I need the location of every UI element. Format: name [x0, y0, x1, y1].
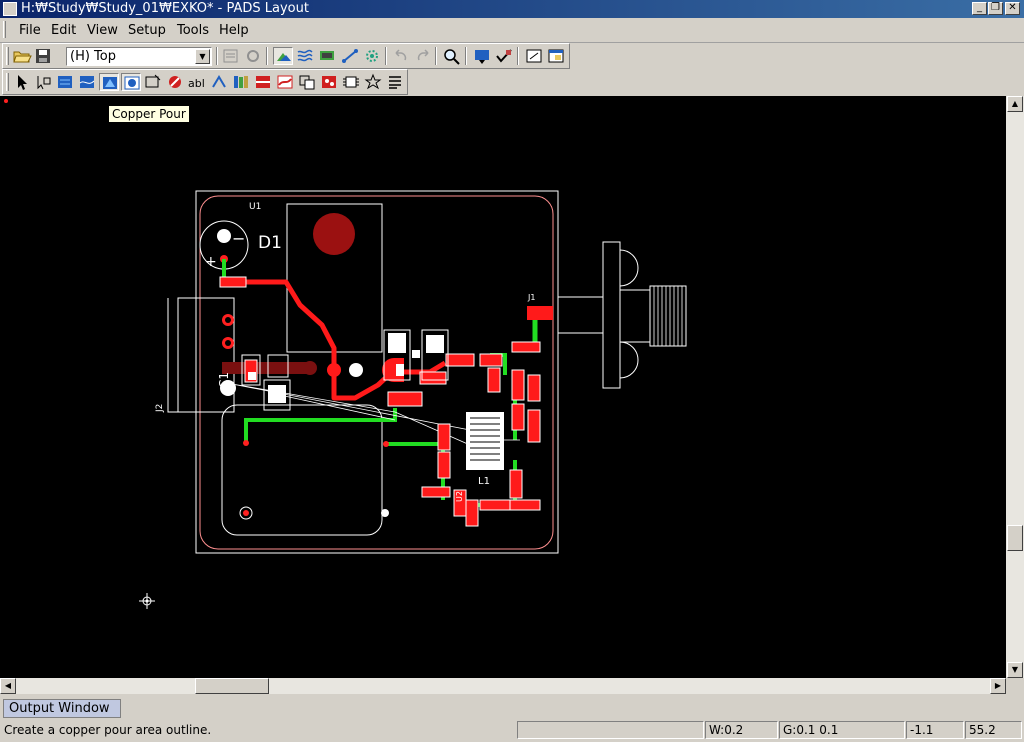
dxf-button[interactable]: [363, 73, 383, 91]
menu-bar: File Edit View Setup Tools Help: [0, 18, 1024, 43]
design-toolbar-button[interactable]: [273, 47, 293, 65]
save-button[interactable]: [33, 47, 53, 65]
scroll-down-button[interactable]: ▼: [1007, 662, 1023, 678]
pcb-canvas[interactable]: U1 D1 + − J1 J2 L1 C1 U2 Copper Pour: [0, 96, 1006, 678]
toolbar-separator: [435, 47, 437, 65]
standard-toolbar: (H) Top ▼: [2, 43, 570, 69]
menu-setup[interactable]: Setup: [128, 23, 166, 38]
text-button[interactable]: abl: [187, 73, 207, 91]
horizontal-scrollbar[interactable]: ◀ ▶: [0, 678, 1006, 694]
menu-file[interactable]: File: [19, 23, 41, 38]
status-message: Create a copper pour area outline.: [4, 723, 212, 737]
design-toolbar: abl: [2, 69, 408, 95]
tooltip: Copper Pour: [108, 105, 190, 123]
status-pane-empty: [517, 721, 704, 739]
label-c1: C1: [217, 372, 231, 388]
output-window-tab[interactable]: Output Window: [3, 699, 121, 718]
vertical-scroll-thumb[interactable]: [1007, 525, 1023, 551]
keepout-button[interactable]: [143, 73, 163, 91]
scroll-left-button[interactable]: ◀: [0, 678, 16, 694]
toolbar-separator: [465, 47, 467, 65]
label-d1: D1: [258, 233, 282, 253]
menu-tools[interactable]: Tools: [177, 23, 210, 38]
label-u2: U2: [455, 491, 464, 502]
toolbar-grip: [6, 73, 9, 91]
window-title: H:₩Study₩Study_01₩EXKO* - PADS Layout: [21, 1, 309, 16]
ecO-toolbar-button[interactable]: [362, 47, 382, 65]
redraw-button[interactable]: [243, 47, 263, 65]
label-minus: −: [232, 229, 245, 248]
dimensioning-toolbar-button[interactable]: [317, 47, 337, 65]
menu-help[interactable]: Help: [219, 23, 249, 38]
redo-button[interactable]: [413, 47, 433, 65]
toolbar-grip: [6, 47, 9, 65]
verify-design-button[interactable]: [494, 47, 514, 65]
status-bar: Create a copper pour area outline. W:0.2…: [0, 720, 1024, 742]
toolbar-separator: [385, 47, 387, 65]
app-icon: [3, 2, 17, 16]
menu-grip: [3, 21, 6, 38]
move-button[interactable]: [297, 73, 317, 91]
component-button[interactable]: [341, 73, 361, 91]
toolbar-separator: [216, 47, 218, 65]
close-button[interactable]: ✕: [1005, 2, 1020, 15]
list-button[interactable]: [385, 73, 405, 91]
vertical-scrollbar[interactable]: ▲ ▼: [1006, 96, 1024, 678]
ecO-button[interactable]: [275, 73, 295, 91]
status-width: W:0.2: [705, 721, 778, 739]
maximize-button[interactable]: ❐: [988, 2, 1003, 15]
dimension-button[interactable]: [209, 73, 229, 91]
label-u1: U1: [249, 202, 261, 212]
properties-button[interactable]: [221, 47, 241, 65]
pcb-drawing: U1 D1 + − J1 J2 L1 C1 U2: [4, 99, 687, 609]
label-l1: L1: [478, 476, 490, 487]
menu-view[interactable]: View: [87, 23, 118, 38]
view-nets-button[interactable]: [472, 47, 492, 65]
select-arrow-icon[interactable]: [12, 73, 32, 91]
menu-edit[interactable]: Edit: [51, 23, 77, 38]
copper-button[interactable]: [77, 73, 97, 91]
scroll-right-button[interactable]: ▶: [990, 678, 1006, 694]
copper-cutout-button[interactable]: [121, 73, 141, 91]
undo-button[interactable]: [391, 47, 411, 65]
minimize-button[interactable]: _: [972, 2, 987, 15]
library-button[interactable]: [231, 73, 251, 91]
label-plus: +: [205, 254, 217, 270]
svg-text:abl: abl: [188, 77, 205, 90]
label-j2: J2: [155, 404, 165, 413]
scroll-up-button[interactable]: ▲: [1007, 96, 1023, 112]
drafting-toolbar-button[interactable]: [295, 47, 315, 65]
route-toolbar-button[interactable]: [340, 47, 360, 65]
status-grid: G:0.1 0.1: [779, 721, 905, 739]
open-button[interactable]: [12, 47, 32, 65]
layer-select[interactable]: (H) Top ▼: [66, 47, 212, 66]
chevron-down-icon[interactable]: ▼: [195, 49, 210, 64]
select-mode-button[interactable]: [33, 73, 53, 91]
via-button[interactable]: [319, 73, 339, 91]
layer-select-value: (H) Top: [70, 49, 116, 64]
toolbar-separator: [517, 47, 519, 65]
status-y: 55.2: [965, 721, 1022, 739]
label-j1: J1: [527, 293, 535, 302]
output-window-button[interactable]: [546, 47, 566, 65]
zoom-icon[interactable]: [442, 47, 462, 65]
from-library-button[interactable]: [253, 73, 273, 91]
session-log-button[interactable]: [524, 47, 544, 65]
copper-pour-button[interactable]: [99, 73, 119, 91]
status-x: -1.1: [906, 721, 964, 739]
horizontal-scroll-thumb[interactable]: [195, 678, 269, 694]
no-entry-icon[interactable]: [165, 73, 185, 91]
title-bar: H:₩Study₩Study_01₩EXKO* - PADS Layout _ …: [0, 0, 1024, 18]
toolbar-separator: [266, 47, 268, 65]
board-outline-button[interactable]: [55, 73, 75, 91]
